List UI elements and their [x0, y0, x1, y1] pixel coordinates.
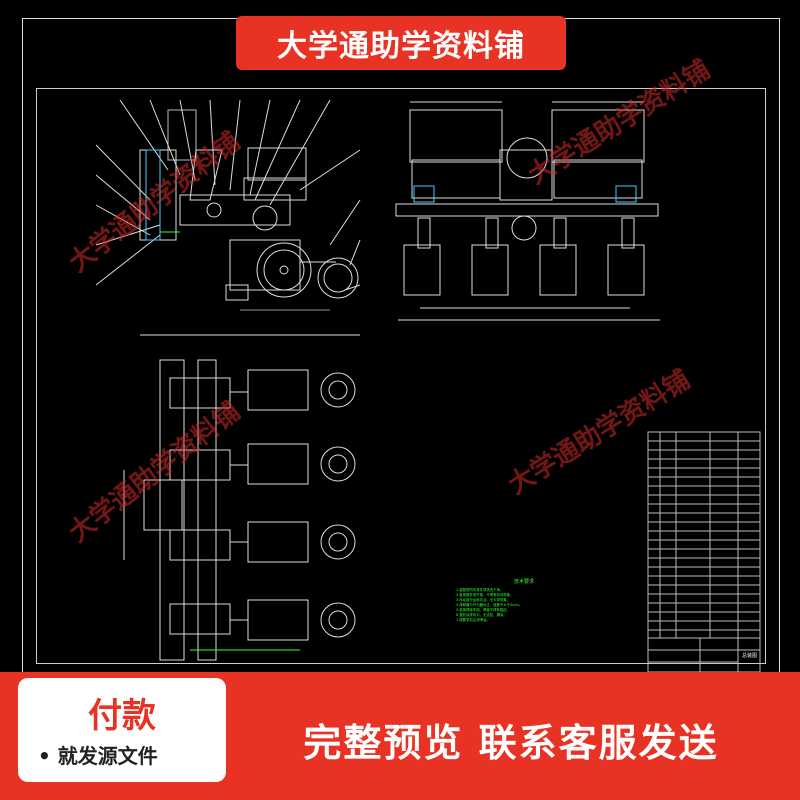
- technical-note-2: 2.各紧固件须拧紧，不得有松动现象。: [456, 593, 514, 597]
- top-view: [123, 334, 360, 661]
- technical-note-5: 5.机架焊接牢固，焊缝不得有裂纹。: [456, 608, 511, 612]
- technical-note-6: 6.整机涂漆均匀，无流挂、漏涂。: [456, 613, 507, 617]
- payment-title: 付款: [88, 696, 156, 736]
- contact-service-text: 完整预览 联系客服发送: [303, 721, 719, 765]
- technical-notes: 技术要求 1.装配前所有零件须清洗干净。 2.各紧固件须拧紧，不得有松动现象。 …: [456, 580, 592, 623]
- payment-card[interactable]: 付款 • 就发源文件: [18, 678, 226, 782]
- front-view: [395, 101, 660, 321]
- shop-title-banner: 大学通助学资料铺: [236, 16, 566, 70]
- technical-note-4: 4.排种器与开沟器对正，误差不大于5mm。: [456, 603, 523, 607]
- technical-note-3: 3.传动部分运转灵活，无卡滞现象。: [456, 598, 511, 602]
- parts-list: [647, 431, 761, 639]
- side-view: [95, 99, 361, 311]
- technical-note-1: 1.装配前所有零件须清洗干净。: [456, 588, 504, 592]
- payment-subtitle: • 就发源文件: [38, 744, 158, 768]
- technical-note-7: 7.按要求加注润滑油。: [456, 618, 490, 622]
- technical-notes-title: 技术要求: [513, 579, 534, 585]
- title-block-label: 总装图: [742, 653, 758, 659]
- drawing-inner-frame: [36, 88, 766, 664]
